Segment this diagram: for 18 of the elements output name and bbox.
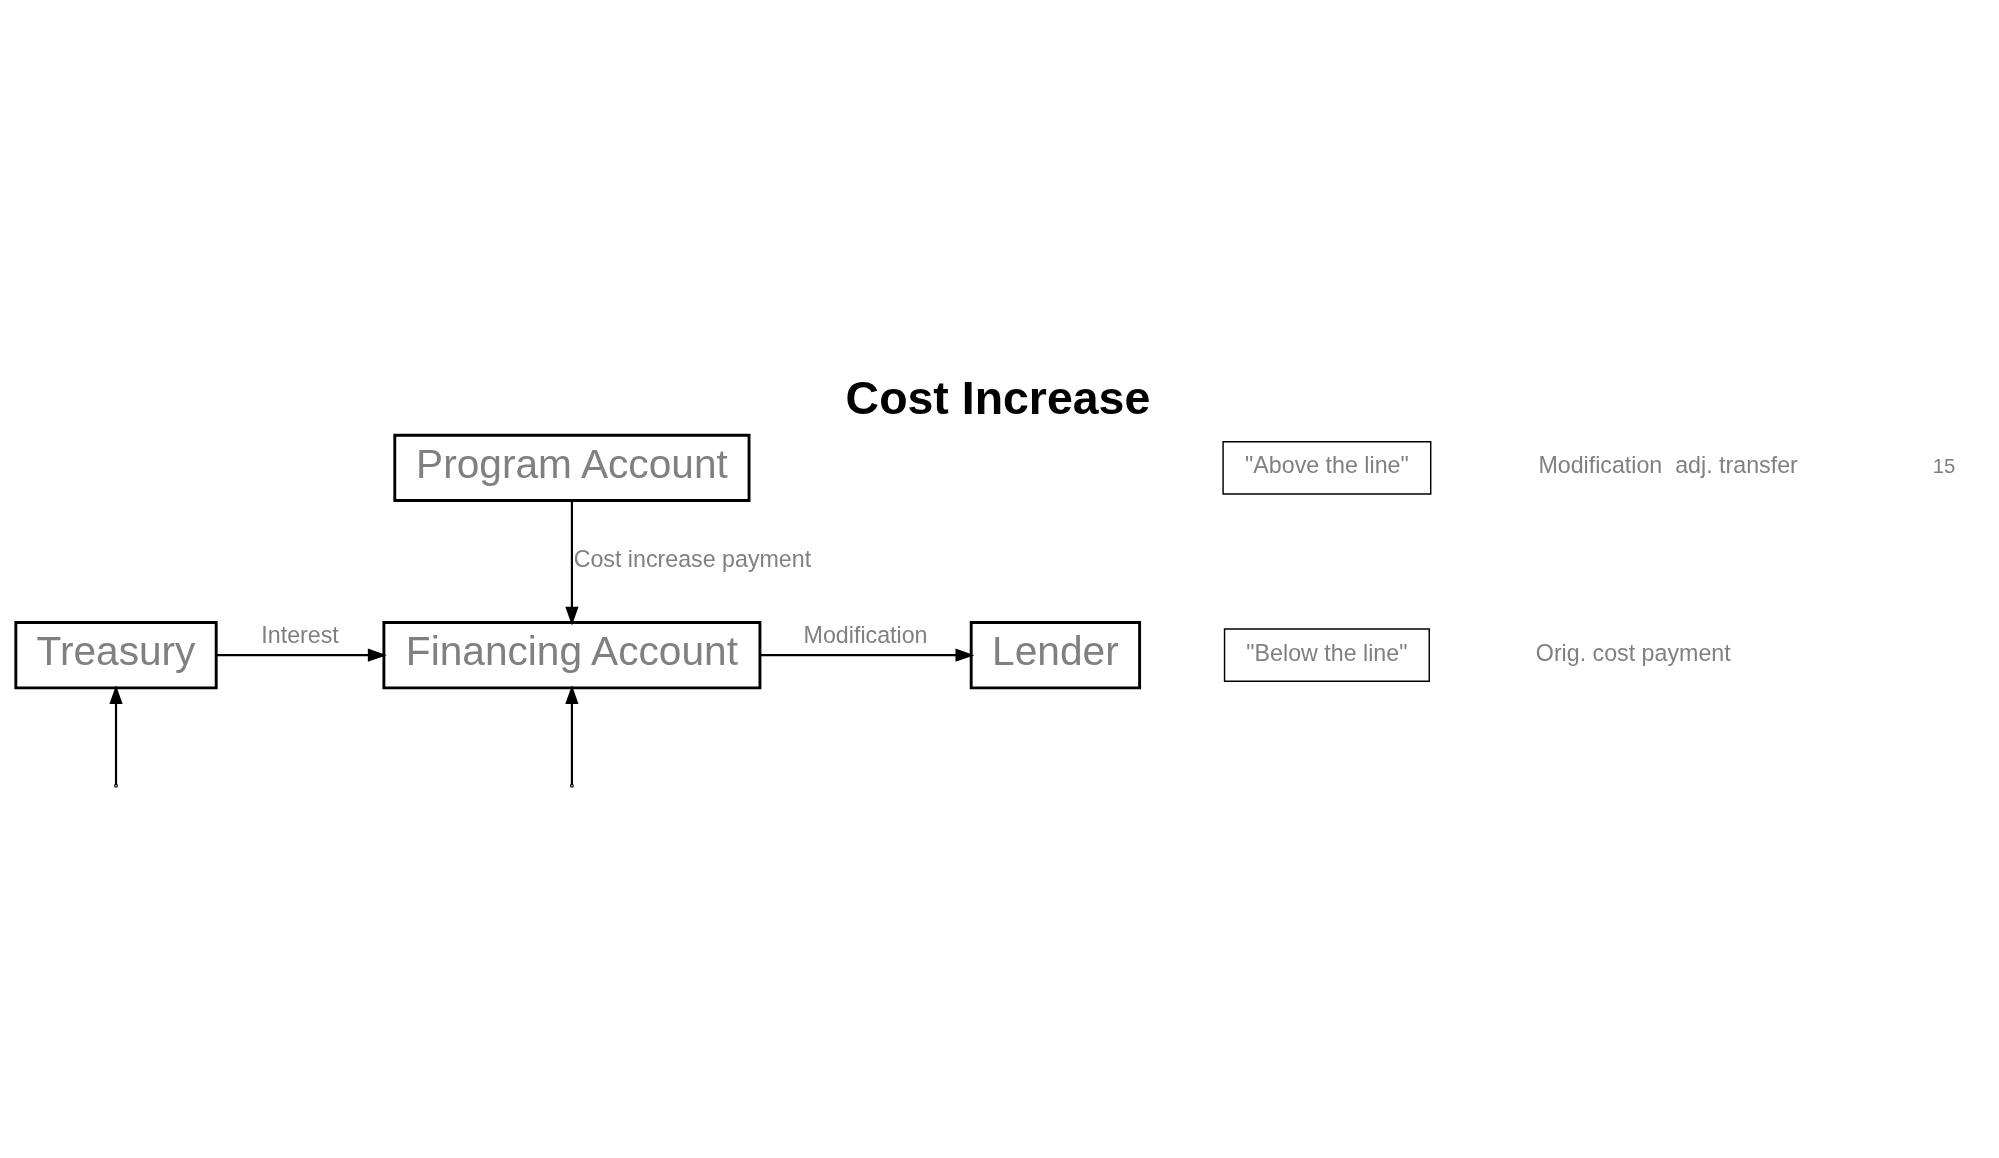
edge-label: Cost increase payment (573, 545, 812, 572)
node-box: Financing Account (382, 620, 762, 689)
edge-label: Interest (261, 621, 339, 648)
arrow (109, 684, 123, 785)
node-box: "Above the line" (1222, 440, 1432, 495)
label: Modification adj. transfer (1538, 451, 1798, 478)
label: 15 (1932, 454, 1956, 477)
node-box: "Below the line" (1223, 627, 1430, 682)
node-box: Treasury (14, 620, 218, 689)
edge-label: Modification (803, 621, 928, 648)
node-box: Lender (969, 620, 1142, 689)
arrow (565, 500, 579, 626)
label: Orig. cost payment (1535, 639, 1731, 666)
arrow (760, 648, 975, 662)
arrow (565, 684, 579, 785)
diagram-title: Cost Increase (845, 371, 1151, 424)
node-box: Program Account (393, 433, 751, 502)
arrow (216, 648, 387, 662)
